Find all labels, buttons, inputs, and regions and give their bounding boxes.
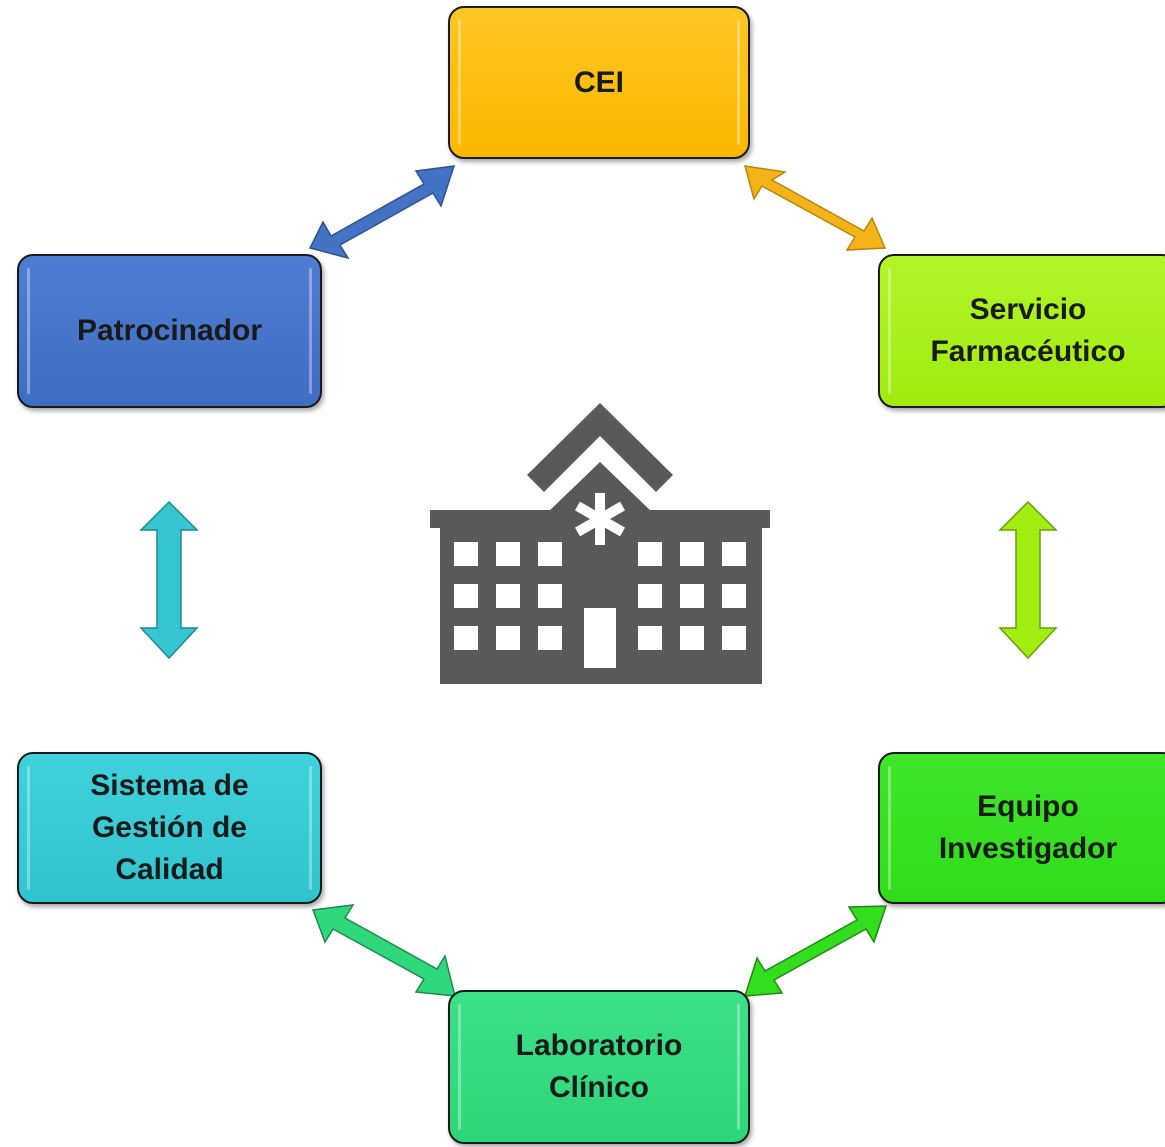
node-patrocinador-label: Patrocinador — [76, 314, 263, 347]
node-laboratorio-clinico: Laboratorio Clínico — [448, 990, 750, 1144]
node-equipo-label: Equipo Investigador — [938, 790, 1118, 865]
node-equipo-investigador: Equipo Investigador — [878, 752, 1165, 904]
node-servicio-farmaceutico: Servicio Farmacéutico — [878, 254, 1165, 408]
node-cei: CEI — [448, 6, 750, 159]
node-servicio-label: Servicio Farmacéutico — [930, 293, 1126, 368]
node-cei-label: CEI — [573, 65, 624, 99]
arrow-cei-patrocinador — [308, 165, 456, 260]
arrow-cei-servicio — [743, 165, 887, 251]
node-laboratorio-label: Laboratorio Clínico — [515, 1029, 683, 1104]
arrow-laboratorio-equipo — [743, 905, 888, 997]
arrow-patrocinador-sistema — [139, 500, 199, 660]
arrow-sistema-laboratorio — [311, 904, 456, 997]
node-sistema-label: Sistema de Gestión de Calidad — [90, 769, 249, 886]
hospital-icon — [430, 403, 770, 684]
node-patrocinador: Patrocinador — [17, 254, 322, 408]
node-sistema-gestion-calidad: Sistema de Gestión de Calidad — [17, 752, 322, 904]
arrow-servicio-equipo — [998, 500, 1058, 660]
